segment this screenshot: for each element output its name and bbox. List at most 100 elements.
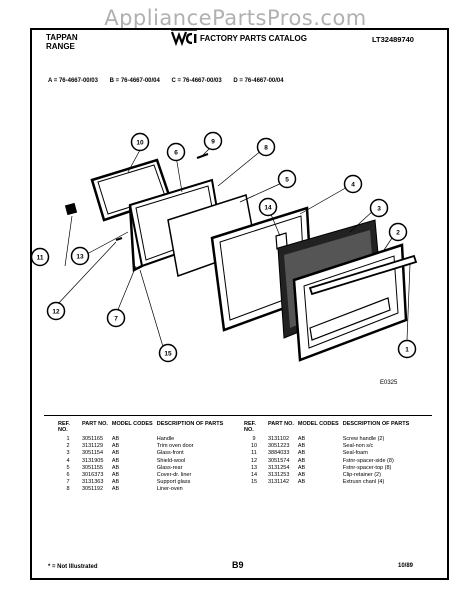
part-description: Fstnr-spacer-side (8) [342, 457, 394, 464]
catalog-page-frame [30, 28, 449, 580]
header-desc: DESCRIPTION OF PARTS [342, 421, 410, 427]
header-ref: REF. NO. [244, 421, 256, 433]
model-code: AB [111, 457, 120, 464]
model-code: AB [297, 472, 306, 479]
svg-text:15: 15 [164, 351, 172, 358]
svg-text:5: 5 [285, 177, 289, 184]
svg-text:1: 1 [405, 347, 409, 354]
part-number: 3051155 [82, 464, 104, 471]
callout-13: 13 [70, 246, 90, 266]
callout-9: 9 [203, 131, 223, 151]
part-ref: 9 [252, 436, 256, 442]
part-number: 3131254 [268, 464, 290, 471]
model-code: AB [297, 457, 306, 464]
part-ref: 12 [250, 457, 258, 464]
part-number: 3051154 [82, 450, 104, 457]
parts-row: 3 3051154 AB Glass-front [58, 450, 227, 457]
parts-divider [44, 415, 432, 416]
svg-text:4: 4 [351, 182, 355, 189]
part-ref: 15 [250, 479, 258, 486]
parts-row: 1 3051165 AB Handle [58, 436, 227, 443]
part-ref: 13 [250, 464, 258, 471]
callout-3: 3 [369, 198, 389, 218]
callout-6: 6 [166, 142, 186, 162]
parts-row: 15 3131142 AB Extrusn chanl (4) [244, 479, 413, 486]
parts-table-header: REF. NO. PART NO. MODEL CODES DESCRIPTIO… [244, 421, 413, 436]
part-description: Extrusn chanl (4) [342, 479, 385, 486]
variant-c: C = 76-4667-00/03 [171, 78, 222, 84]
part-description: Support glass [156, 479, 191, 486]
parts-row: 12 3051574 AB Fstnr-spacer-side (8) [244, 458, 413, 465]
part-number: 3131102 [268, 436, 290, 442]
model-code: AB [297, 443, 306, 450]
model-code: AB [111, 472, 120, 479]
svg-text:14: 14 [264, 205, 272, 212]
svg-text:13: 13 [76, 254, 84, 261]
leader-lines [55, 147, 411, 351]
part-number: 3131142 [268, 479, 290, 486]
part-number: 3884033 [268, 450, 290, 457]
part-description: Clip-retainer (2) [342, 472, 381, 479]
svg-text:10: 10 [136, 140, 144, 147]
brand-block: TAPPAN RANGE [46, 33, 78, 51]
door-handle-part [308, 254, 418, 296]
model-code: AB [111, 479, 120, 486]
part-description: Handle [156, 436, 175, 442]
model-code: AB [297, 464, 306, 471]
product-type: RANGE [46, 42, 75, 51]
svg-text:12: 12 [52, 309, 60, 316]
foam-seal-part [64, 202, 78, 216]
callout-5: 5 [277, 169, 297, 189]
callout-7: 7 [106, 308, 126, 328]
callout-15: 15 [158, 343, 178, 363]
model-variants: A = 76-4667-00/03 B = 76-4667-00/04 C = … [48, 78, 294, 84]
part-number: 3051165 [82, 436, 104, 442]
catalog-title: FACTORY PARTS CATALOG [200, 34, 307, 43]
model-code: AB [111, 486, 120, 493]
part-number: 3051223 [268, 443, 290, 450]
header-model: MODEL CODES [297, 421, 339, 427]
variant-a: A = 76-4667-00/03 [48, 78, 98, 84]
part-description: Seal-foam [342, 450, 368, 457]
part-ref: 2 [66, 443, 70, 450]
part-number: 3051574 [268, 457, 290, 464]
svg-text:7: 7 [114, 316, 118, 323]
model-code: AB [111, 436, 120, 442]
part-ref: 7 [66, 479, 70, 486]
model-code: AB [111, 450, 120, 457]
model-code: AB [297, 436, 306, 442]
svg-text:2: 2 [396, 230, 400, 237]
model-code: AB [111, 443, 120, 450]
part-description: Cover-dr. liner [156, 472, 192, 479]
parts-table-right: REF. NO. PART NO. MODEL CODES DESCRIPTIO… [244, 421, 413, 486]
part-description: Seal-non s/c [342, 443, 374, 450]
variant-d: D = 76-4667-00/04 [233, 78, 284, 84]
part-description: Fstnr-spacer-top (8) [342, 464, 392, 471]
part-ref: 14 [250, 472, 258, 479]
part-description: Trim oven door [156, 443, 194, 450]
part-ref: 10 [250, 443, 258, 450]
variant-b: B = 76-4667-00/04 [109, 78, 160, 84]
parts-row: 10 3051223 AB Seal-non s/c [244, 443, 413, 450]
parts-row: 13 3131254 AB Fstnr-spacer-top (8) [244, 465, 413, 472]
part-ref: 3 [66, 450, 70, 457]
part-ref: 8 [66, 486, 70, 493]
model-code: AB [297, 479, 306, 486]
watermark: AppliancePartsPros.com [104, 6, 367, 30]
header-ref: REF. NO. [58, 421, 70, 433]
model-code: AB [297, 450, 306, 457]
spacer-part [115, 237, 123, 241]
part-description: Glass-front [156, 450, 184, 457]
header-part: PART NO. [268, 421, 294, 427]
part-ref: 1 [66, 436, 70, 442]
model-number: LT32489740 [372, 35, 414, 44]
part-number: 3051192 [82, 486, 104, 493]
wci-logo-icon [170, 29, 197, 46]
